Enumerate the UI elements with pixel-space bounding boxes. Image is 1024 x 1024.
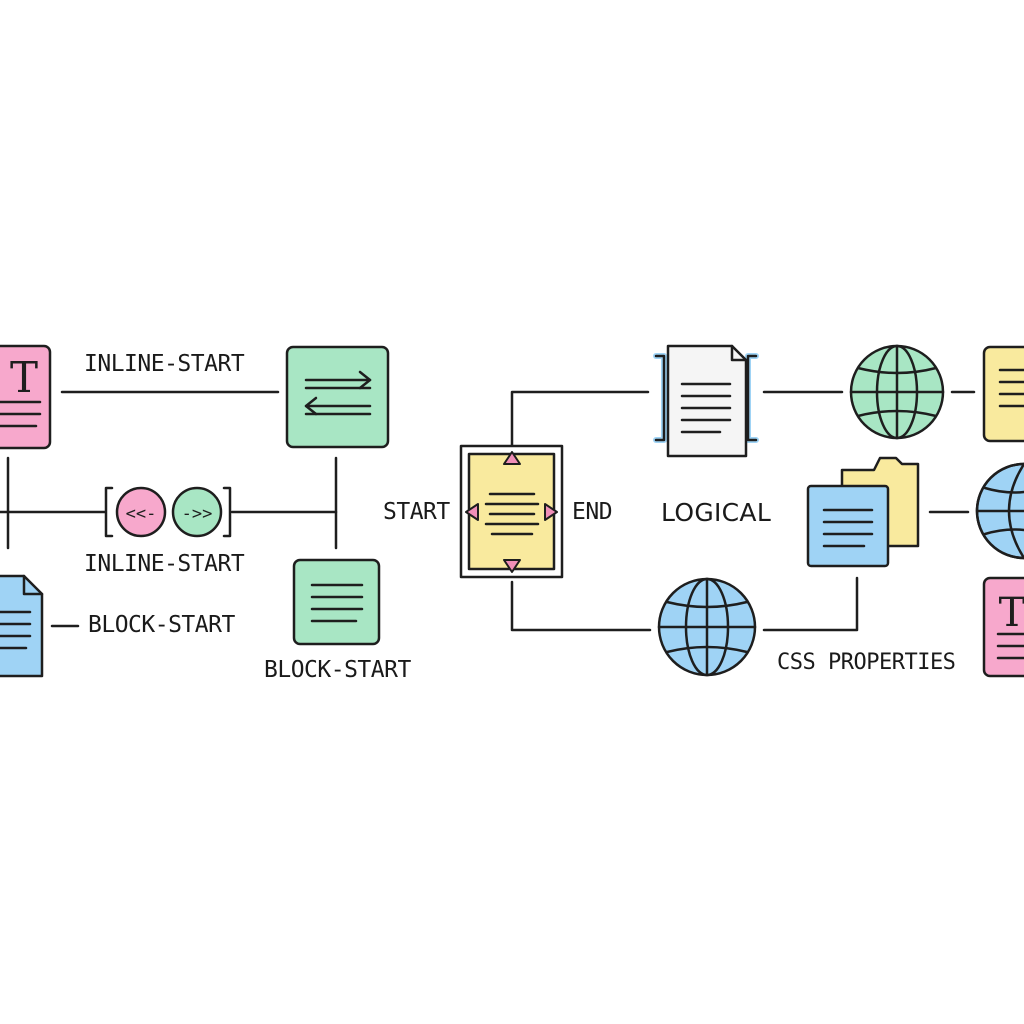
text-card-pink-left	[0, 344, 52, 450]
globe-icon-green	[849, 344, 945, 440]
bracket-right	[222, 486, 232, 538]
document-icon-blue-left	[0, 574, 44, 678]
label-block-start-bottom: BLOCK-START	[264, 657, 411, 683]
label-start: START	[383, 499, 450, 525]
direction-triangles	[465, 451, 558, 573]
globe-icon-blue-bottom	[657, 577, 757, 677]
text-t-icon-right: T	[999, 590, 1024, 636]
text-t-icon: T	[10, 353, 38, 402]
central-page-box	[459, 444, 564, 579]
text-card-yellow-right	[982, 345, 1024, 443]
bracketed-document-icon	[653, 344, 759, 458]
text-card-green-bottom	[292, 558, 381, 646]
arrow-left-icon: <<-	[126, 504, 157, 524]
label-block-start-left: BLOCK-START	[88, 612, 235, 638]
label-inline-start-top: INLINE-START	[84, 351, 245, 377]
label-css-properties: CSS PROPERTIES	[777, 650, 956, 675]
arrow-left-circle	[115, 486, 167, 538]
connector-lines	[0, 390, 976, 632]
label-end: END	[572, 499, 613, 525]
text-card-pink-right	[982, 576, 1024, 678]
arrow-right-circle	[171, 486, 223, 538]
bracket-left	[104, 486, 114, 538]
swap-arrows-card	[285, 345, 390, 449]
globe-icon-blue-right	[975, 462, 1024, 560]
label-logical: LOGICAL	[661, 498, 772, 527]
arrow-right-icon: ->>	[182, 504, 213, 524]
label-inline-start-mid: INLINE-START	[84, 551, 245, 577]
folder-stack-icon	[806, 456, 920, 568]
